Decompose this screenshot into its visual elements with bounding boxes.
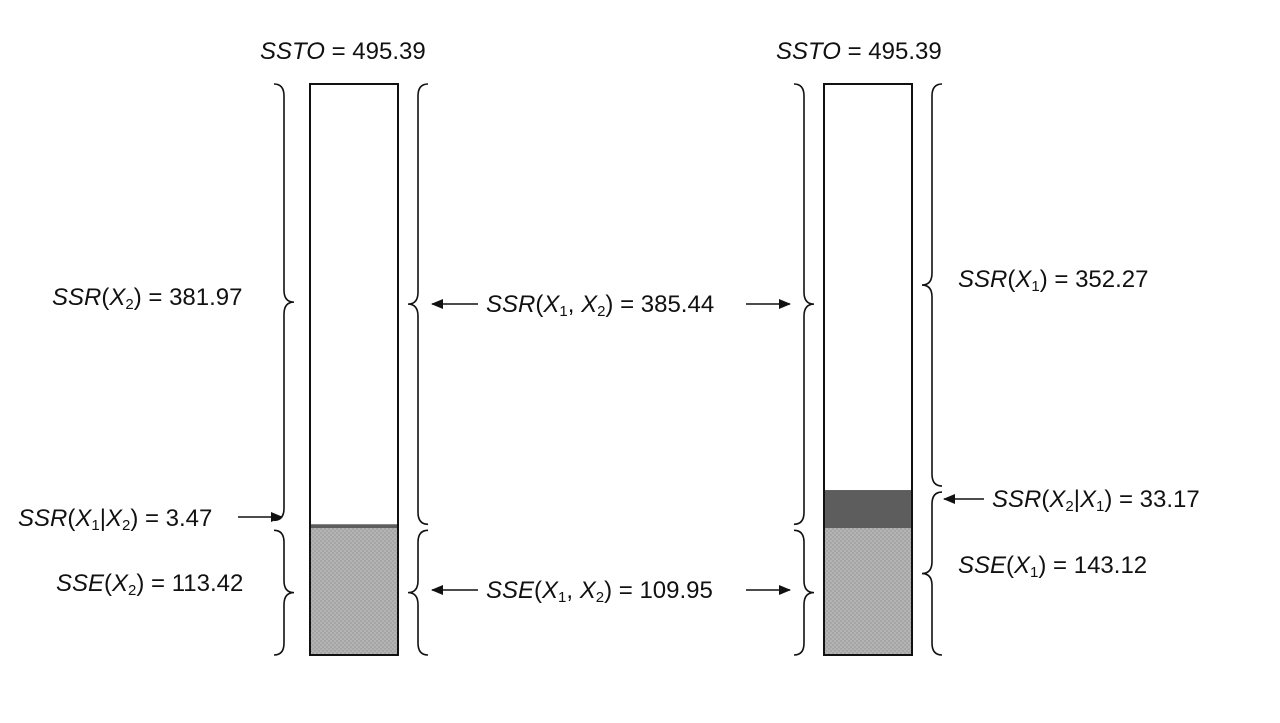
right-bar-group: [793, 83, 943, 656]
left-bar-extra-ssr-segment: [310, 524, 398, 529]
left-bar-outline: [309, 83, 399, 656]
right-left-brace-ssr-x1-x2: [793, 83, 815, 526]
left-bar-group: [273, 83, 429, 656]
left-ssto-label: SSTO = 495.39: [260, 38, 426, 65]
right-ssto-label: SSTO = 495.39: [776, 38, 942, 65]
ssr-x2-label: SSR(X2) = 381.97: [52, 284, 243, 313]
ssr-x1-x2-label: SSR(X1, X2) = 385.44: [486, 291, 715, 320]
sse-x1-label: SSE(X1) = 143.12: [958, 552, 1148, 581]
right-brace-ssr-x1: [921, 83, 943, 487]
right-brace-sse-x1: [921, 491, 943, 656]
right-bar-sse-segment: [824, 528, 912, 655]
ssr-x2-given-x1-label: SSR(X2|X1) = 33.17: [992, 486, 1200, 515]
sse-x1-x2-label: SSE(X1, X2) = 109.95: [486, 577, 713, 606]
ssr-x1-given-x2-label: SSR(X1|X2) = 3.47: [18, 505, 213, 534]
left-brace-ssr-x2: [273, 83, 295, 522]
left-right-brace-ssr-x1-x2: [407, 83, 429, 526]
sse-x2-label: SSE(X2) = 113.42: [56, 570, 244, 599]
right-bar-extra-ssr-segment: [824, 490, 912, 529]
left-brace-sse-x2: [273, 529, 295, 656]
right-bar-ssr-x1-segment: [824, 84, 912, 491]
right-bar-outline: [823, 83, 913, 656]
ssr-x1-label: SSR(X1) = 352.27: [958, 266, 1149, 295]
left-right-brace-sse-x1-x2: [407, 529, 429, 656]
right-left-brace-sse-x1-x2: [793, 529, 815, 656]
left-bar-ssr-x2-segment: [310, 84, 398, 525]
left-bar-sse-segment: [310, 528, 398, 655]
